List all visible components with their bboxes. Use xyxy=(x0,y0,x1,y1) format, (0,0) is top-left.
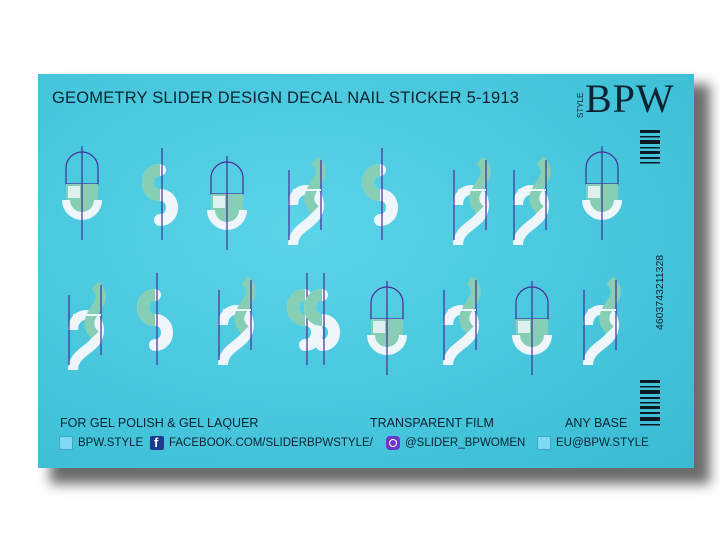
film-note: TRANSPARENT FILM xyxy=(370,416,494,430)
sticker-card xyxy=(38,74,694,468)
instagram-icon xyxy=(386,436,400,450)
instagram-link: @SLIDER_BPWOMEN xyxy=(386,435,525,451)
gel-note: FOR GEL POLISH & GEL LAQUER xyxy=(60,416,259,430)
facebook-link: FACEBOOK.COM/SLIDERBPWSTYLE/ xyxy=(150,435,373,451)
facebook-label: FACEBOOK.COM/SLIDERBPWSTYLE/ xyxy=(169,437,373,449)
site-link: BPW.STYLE xyxy=(59,435,143,451)
web-square-icon xyxy=(59,436,73,450)
base-note: ANY BASE xyxy=(565,416,628,430)
email-link: EU@BPW.STYLE xyxy=(537,435,649,451)
barcode-number: 4603743211328 xyxy=(654,254,666,330)
facebook-icon xyxy=(150,435,164,450)
instagram-label: @SLIDER_BPWOMEN xyxy=(405,437,526,449)
mail-square-icon xyxy=(537,436,551,450)
site-label: BPW.STYLE xyxy=(78,437,144,449)
sticker-title: GEOMETRY SLIDER DESIGN DECAL NAIL STICKE… xyxy=(52,89,520,107)
nail-design-grid xyxy=(40,130,640,410)
email-label: EU@BPW.STYLE xyxy=(556,437,649,449)
barcode-icon xyxy=(640,130,660,426)
brand-logo: BPW xyxy=(585,76,675,121)
